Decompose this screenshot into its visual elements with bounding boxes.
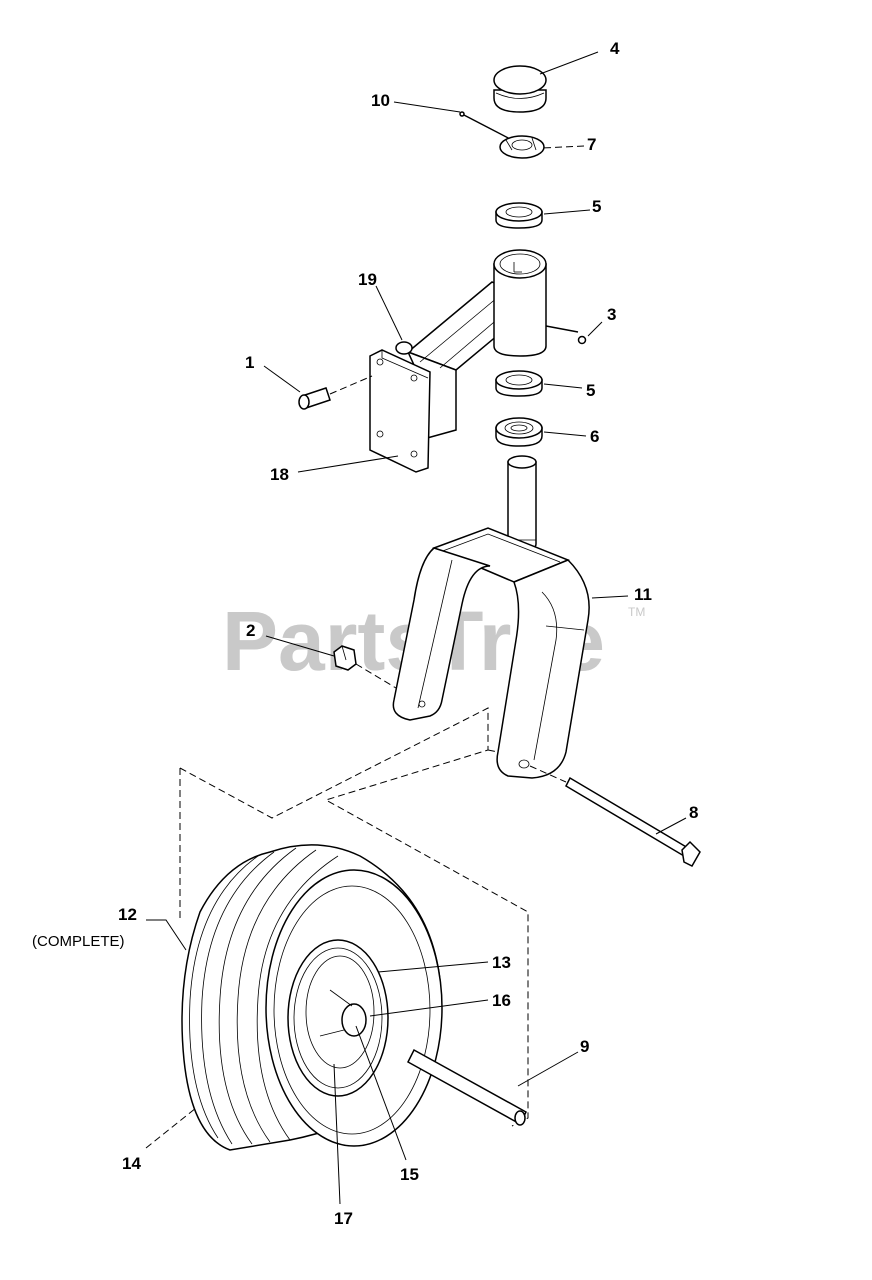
watermark-trademark: TM xyxy=(628,605,645,619)
callout-16: 16 xyxy=(492,991,511,1010)
callout-15: 15 xyxy=(400,1165,419,1184)
callout-14: 14 xyxy=(122,1154,141,1173)
callout-5-upper: 5 xyxy=(592,197,601,216)
leader-lines xyxy=(145,51,687,1205)
part-6-bearing xyxy=(495,417,543,447)
part-4-dust-cap xyxy=(493,65,547,113)
callout-9: 9 xyxy=(580,1037,589,1056)
part-5-upper-bearing-cup xyxy=(495,202,543,229)
callout-18: 18 xyxy=(270,465,289,484)
callout-3: 3 xyxy=(607,305,616,324)
part-7-castle-nut xyxy=(499,135,545,159)
part-10-cotter-pin xyxy=(459,111,517,143)
callout-7: 7 xyxy=(587,135,596,154)
part-18-mounting-plate-and-tube xyxy=(369,249,587,473)
callout-2: 2 xyxy=(246,621,255,640)
callout-6: 6 xyxy=(590,427,599,446)
callout-13: 13 xyxy=(492,953,511,972)
part-2-nut xyxy=(333,645,397,689)
callout-19: 19 xyxy=(358,270,377,289)
note-complete: (COMPLETE) xyxy=(32,933,125,950)
part-5-lower-bearing-cup xyxy=(495,370,543,397)
callout-1: 1 xyxy=(245,353,254,372)
part-11-caster-fork xyxy=(392,455,590,779)
part-8-axle-bolt xyxy=(529,765,701,867)
callout-8: 8 xyxy=(689,803,698,822)
callout-10: 10 xyxy=(371,91,390,110)
part-1-bolt xyxy=(298,375,373,410)
assembly-phantom-outline xyxy=(179,707,529,1127)
callout-17: 17 xyxy=(334,1209,353,1228)
callout-12: 12 xyxy=(118,905,137,924)
callout-4: 4 xyxy=(610,39,620,58)
callout-5-lower: 5 xyxy=(586,381,595,400)
part-12-wheel-assembly xyxy=(181,844,527,1151)
callout-11: 11 xyxy=(634,585,652,604)
